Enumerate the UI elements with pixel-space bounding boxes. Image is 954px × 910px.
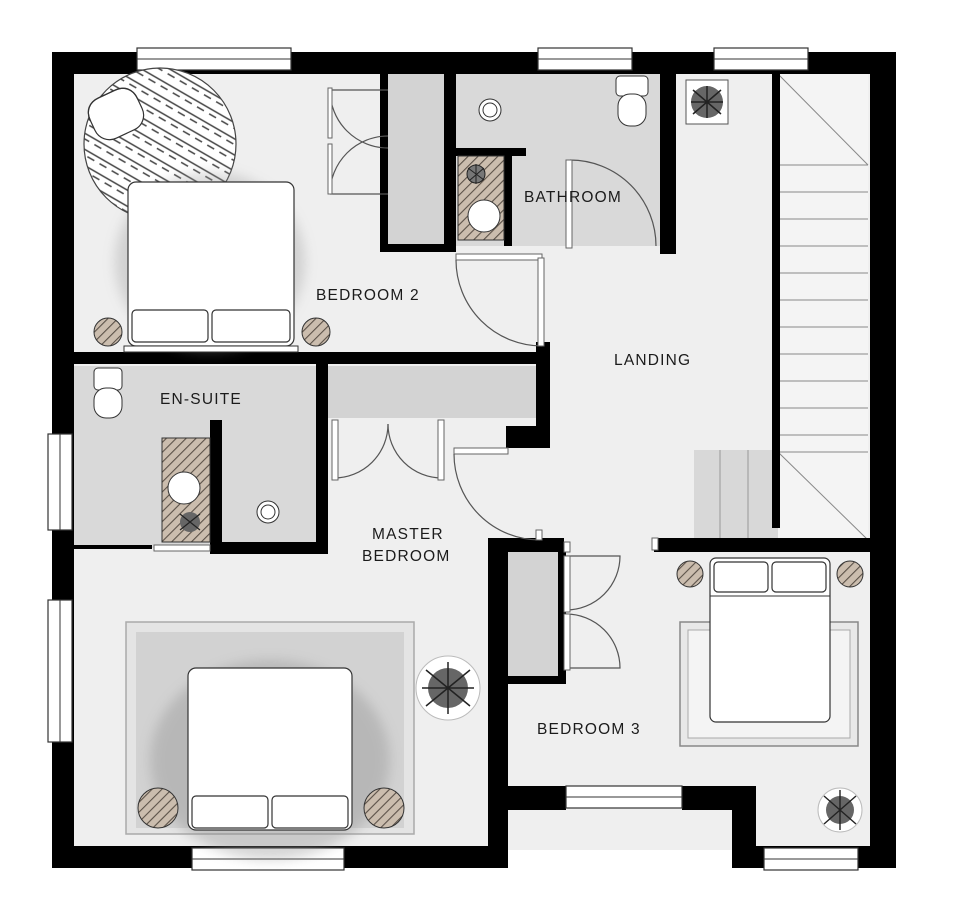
toilet — [615, 75, 649, 127]
plant-ensuite — [179, 512, 201, 532]
bedroom3-furniture — [676, 557, 864, 833]
plant-master — [415, 655, 481, 721]
label-bathroom: BATHROOM — [524, 189, 622, 206]
bed-master — [187, 667, 353, 831]
bedroom3-bedside-right — [836, 560, 864, 588]
wardrobe-bedroom3 — [502, 548, 558, 676]
label-master-line1: MASTER — [372, 526, 444, 543]
doors — [153, 87, 659, 671]
ensuite-shower-drain — [256, 500, 280, 524]
plant-landing — [685, 79, 729, 125]
plant-bathroom — [466, 164, 486, 184]
label-bedroom3: BEDROOM 3 — [537, 721, 641, 738]
label-ensuite: EN-SUITE — [160, 391, 242, 408]
master-furniture — [125, 621, 481, 860]
plant-bedroom3 — [817, 787, 863, 833]
room-labels: BEDROOM 2 BATHROOM LANDING EN-SUITE MAST… — [160, 189, 691, 738]
bed-bedroom3 — [709, 557, 831, 723]
label-landing: LANDING — [614, 352, 691, 369]
master-bedside-right — [363, 787, 405, 829]
bedside-table-left — [93, 317, 123, 347]
ensuite-fixtures — [93, 367, 280, 543]
ensuite-toilet — [93, 367, 123, 419]
master-bedside-left — [137, 787, 179, 829]
wardrobe-bedroom2 — [388, 74, 444, 248]
label-master-line2: BEDROOM — [362, 548, 451, 565]
ensuite-sink — [167, 471, 201, 505]
armchair — [87, 87, 145, 141]
wardrobe-master — [328, 366, 538, 418]
staircase — [694, 73, 869, 544]
label-bedroom2: BEDROOM 2 — [316, 287, 420, 304]
sink — [467, 199, 501, 233]
shower-drain — [478, 98, 502, 122]
bedroom2-furniture — [83, 67, 331, 353]
bathroom-fixtures — [457, 75, 649, 241]
bedside-table-right — [301, 317, 331, 347]
bedroom3-bedside-left — [676, 560, 704, 588]
